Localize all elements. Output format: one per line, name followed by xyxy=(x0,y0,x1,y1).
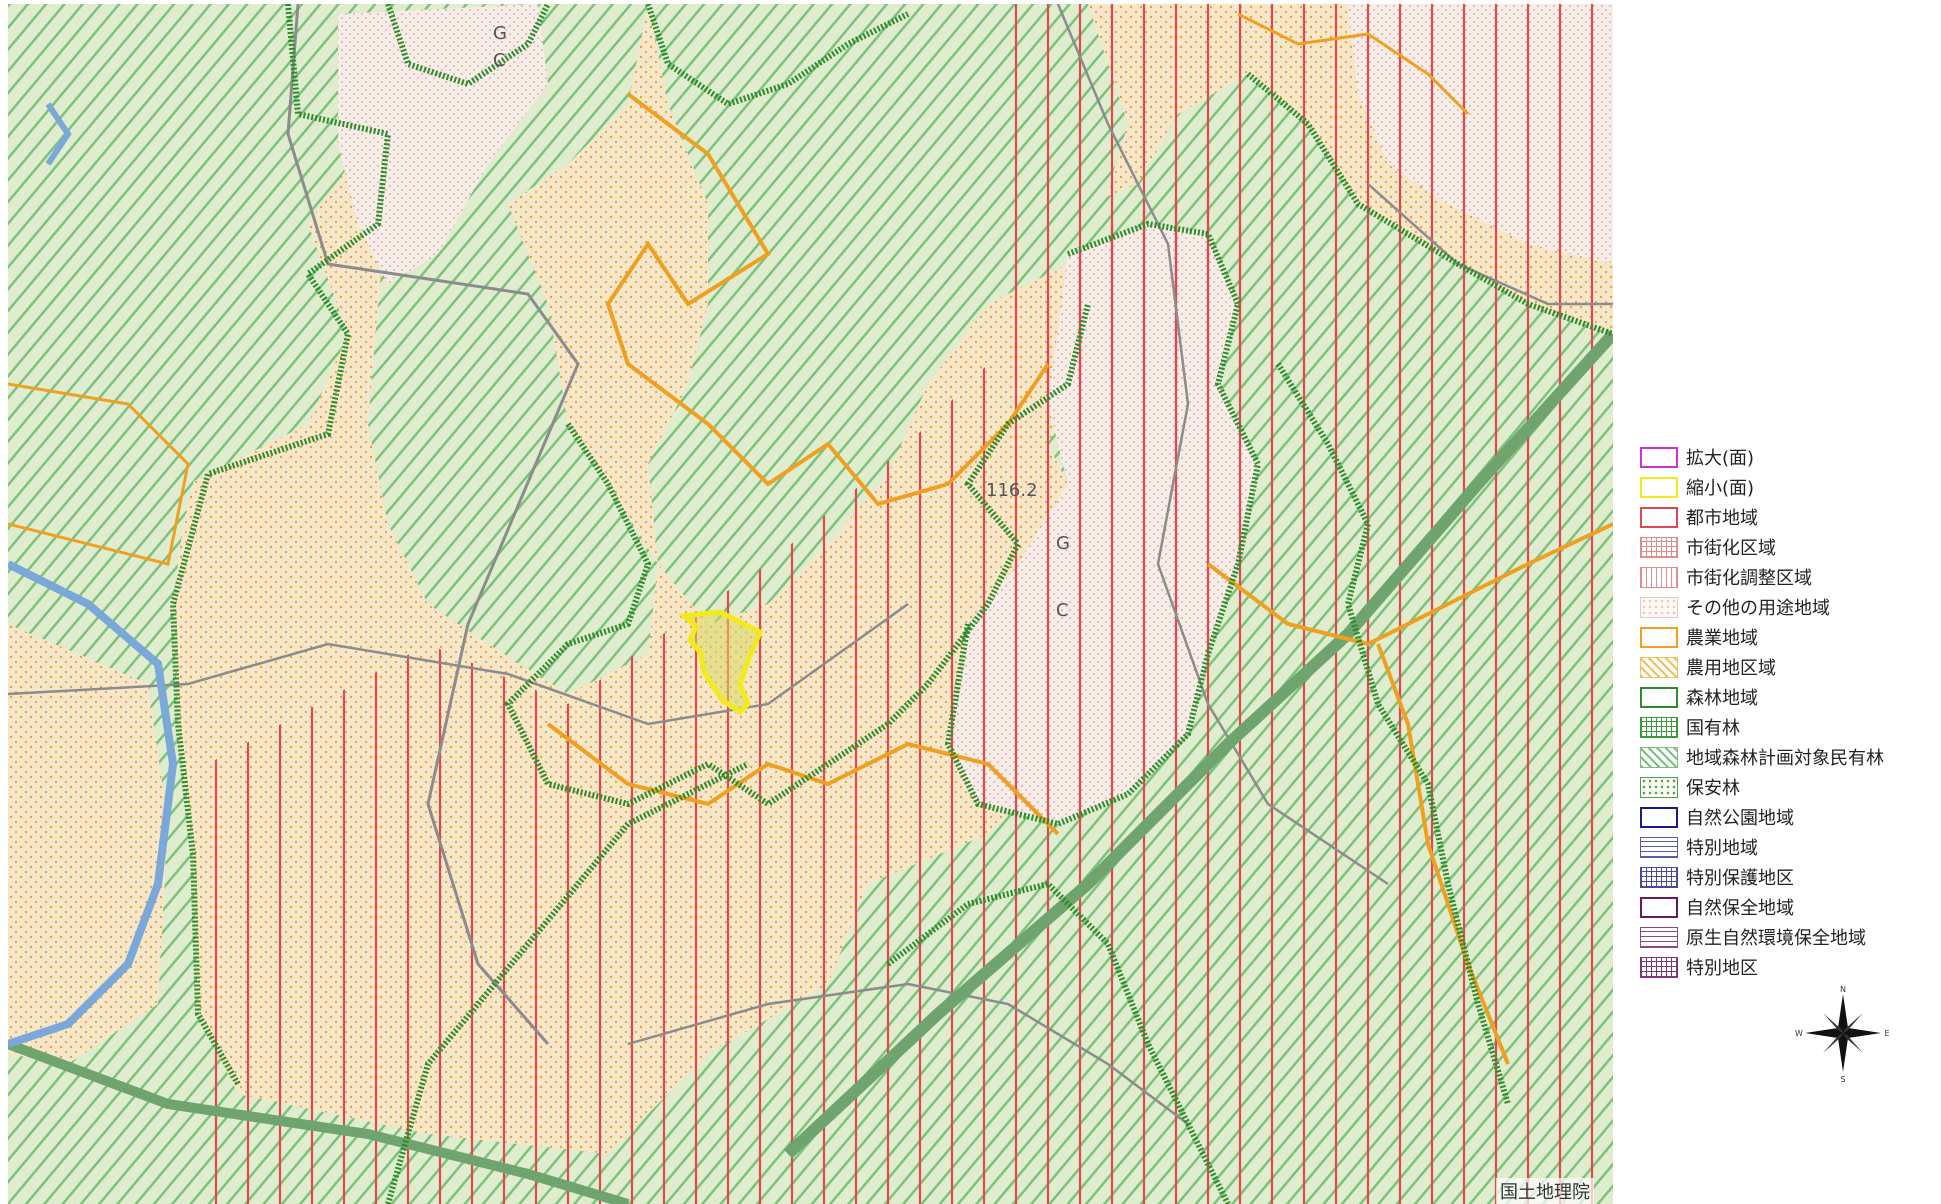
legend-label: 原生自然環境保全地域 xyxy=(1686,928,1866,949)
legend-swatch-icon xyxy=(1640,566,1678,588)
legend-item: 原生自然環境保全地域 xyxy=(1640,922,1940,952)
place-label: C xyxy=(1056,600,1069,621)
legend-item: 特別地域 xyxy=(1640,832,1940,862)
legend-item: 縮小(面) xyxy=(1640,472,1940,502)
legend-swatch-icon xyxy=(1640,626,1678,648)
legend-label: 特別地区 xyxy=(1686,958,1758,979)
map-canvas: G C G C 116.2 xyxy=(8,4,1613,1204)
legend-swatch-icon xyxy=(1640,596,1678,618)
map-legend: 拡大(面) 縮小(面) 都市地域市街化区域市街化調整区域その他の用途地域農業地域農用… xyxy=(1640,442,1940,982)
legend-swatch-icon xyxy=(1640,446,1678,468)
legend-item: その他の用途地域 xyxy=(1640,592,1940,622)
legend-label: 市街化区域 xyxy=(1686,538,1776,559)
legend-item: 拡大(面) xyxy=(1640,442,1940,472)
legend-label: 農用地区域 xyxy=(1686,658,1776,679)
legend-label: 保安林 xyxy=(1686,778,1740,799)
map-attribution: 国土地理院 xyxy=(1496,1178,1594,1204)
legend-label: 農業地域 xyxy=(1686,628,1758,649)
legend-swatch-icon xyxy=(1640,476,1678,498)
legend-item: 保安林 xyxy=(1640,772,1940,802)
legend-swatch-icon xyxy=(1640,866,1678,888)
legend-label: 自然公園地域 xyxy=(1686,808,1794,829)
legend-swatch-icon xyxy=(1640,536,1678,558)
legend-label: 市街化調整区域 xyxy=(1686,568,1812,589)
compass-west-label: W xyxy=(1795,1029,1803,1038)
legend-item: 市街化区域 xyxy=(1640,532,1940,562)
legend-label: その他の用途地域 xyxy=(1686,598,1830,619)
legend-swatch-icon xyxy=(1640,506,1678,528)
legend-swatch-icon xyxy=(1640,956,1678,978)
legend-item: 森林地域 xyxy=(1640,682,1940,712)
legend-label: 縮小(面) xyxy=(1686,478,1755,499)
legend-item: 自然公園地域 xyxy=(1640,802,1940,832)
legend-label: 国有林 xyxy=(1686,718,1740,739)
legend-swatch-icon xyxy=(1640,686,1678,708)
compass-rose-icon: N S E W xyxy=(1795,982,1891,1084)
legend-item: 市街化調整区域 xyxy=(1640,562,1940,592)
legend-label: 地域森林計画対象民有林 xyxy=(1686,748,1884,769)
place-label: G xyxy=(493,23,507,44)
legend-label: 特別地域 xyxy=(1686,838,1758,859)
legend-swatch-icon xyxy=(1640,656,1678,678)
legend-item: 自然保全地域 xyxy=(1640,892,1940,922)
legend-swatch-icon xyxy=(1640,926,1678,948)
legend-swatch-icon xyxy=(1640,806,1678,828)
legend-item: 特別地区 xyxy=(1640,952,1940,982)
legend-label: 自然保全地域 xyxy=(1686,898,1794,919)
legend-swatch-icon xyxy=(1640,836,1678,858)
legend-item: 農業地域 xyxy=(1640,622,1940,652)
compass-south-label: S xyxy=(1840,1075,1845,1084)
legend-swatch-icon xyxy=(1640,896,1678,918)
legend-swatch-icon xyxy=(1640,746,1678,768)
legend-label: 都市地域 xyxy=(1686,508,1758,529)
compass-north-label: N xyxy=(1840,985,1846,994)
legend-swatch-icon xyxy=(1640,716,1678,738)
place-label: 116.2 xyxy=(986,480,1038,501)
reduced-area-polygon[interactable] xyxy=(677,609,764,716)
legend-item: 国有林 xyxy=(1640,712,1940,742)
legend-swatch-icon xyxy=(1640,776,1678,798)
legend-item: 都市地域 xyxy=(1640,502,1940,532)
legend-item: 特別保護地区 xyxy=(1640,862,1940,892)
legend-label: 拡大(面) xyxy=(1686,448,1755,469)
legend-item: 農用地区域 xyxy=(1640,652,1940,682)
legend-label: 特別保護地区 xyxy=(1686,868,1794,889)
place-label: C xyxy=(493,50,506,71)
compass-east-label: E xyxy=(1884,1029,1889,1038)
legend-item: 地域森林計画対象民有林 xyxy=(1640,742,1940,772)
land-use-map[interactable]: G C G C 116.2 国土地理院 xyxy=(8,4,1613,1204)
legend-label: 森林地域 xyxy=(1686,688,1758,709)
place-label: G xyxy=(1056,533,1070,554)
